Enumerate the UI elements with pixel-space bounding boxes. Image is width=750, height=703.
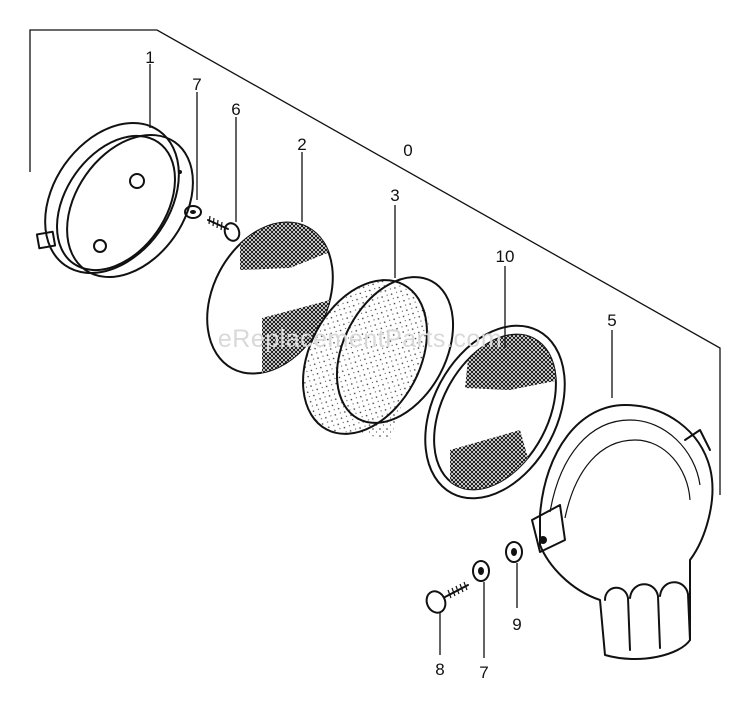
callout-2: 2 xyxy=(297,135,306,154)
callout-5: 5 xyxy=(607,311,616,330)
part-3-filter-element xyxy=(302,276,455,440)
callout-0: 0 xyxy=(403,141,412,160)
callout-3: 3 xyxy=(390,186,399,205)
callout-9: 9 xyxy=(512,615,521,634)
part-7-washer-bottom xyxy=(472,560,490,582)
part-7-washer-top xyxy=(184,205,202,219)
part-6-screw xyxy=(207,215,241,242)
part-9-washer-cover xyxy=(505,541,523,563)
part-5-cover xyxy=(531,404,714,661)
part-8-bolt xyxy=(425,581,469,614)
callout-7-bottom: 7 xyxy=(479,663,488,682)
callout-7-top: 7 xyxy=(192,75,201,94)
callout-10: 10 xyxy=(496,247,515,266)
callout-labels: 1 7 6 2 0 3 10 5 9 7 8 xyxy=(145,48,616,682)
leader-lines xyxy=(149,64,613,658)
callout-6: 6 xyxy=(231,100,240,119)
assembly-bracket xyxy=(29,29,721,495)
callout-1: 1 xyxy=(145,48,154,67)
callout-8: 8 xyxy=(435,660,444,679)
watermark-text: eReplacementParts.com xyxy=(218,325,502,353)
part-1-case xyxy=(35,122,194,279)
